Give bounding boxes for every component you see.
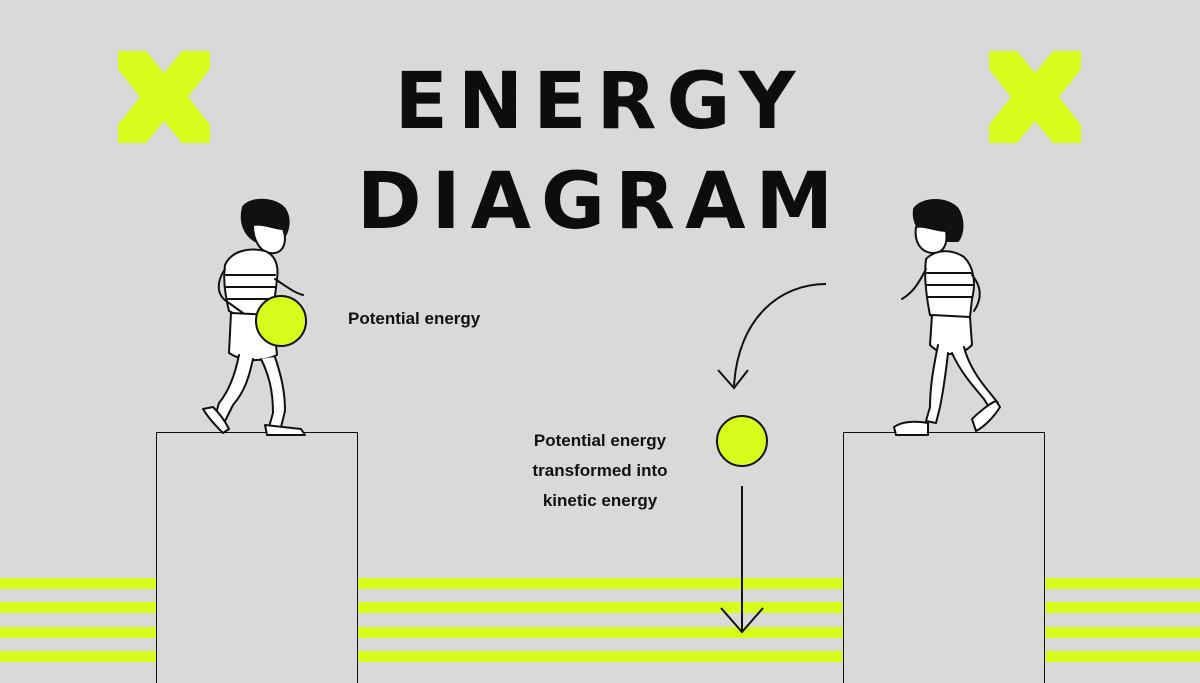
curved-arrow-icon — [717, 283, 827, 390]
x-mark-icon — [118, 51, 210, 143]
ball-icon — [255, 295, 307, 347]
transformed-energy-label: Potential energy transformed into kineti… — [532, 431, 668, 510]
page-title: ENERGY DIAGRAM — [356, 57, 844, 247]
child-with-ball-illustration — [202, 198, 306, 436]
left-pillar — [156, 432, 358, 683]
potential-energy-label: Potential energy — [348, 309, 481, 328]
right-pillar — [843, 432, 1045, 683]
child-illustration — [893, 199, 1001, 436]
down-arrow-icon — [720, 486, 764, 634]
ball-icon — [716, 415, 768, 467]
x-mark-icon — [989, 51, 1081, 143]
